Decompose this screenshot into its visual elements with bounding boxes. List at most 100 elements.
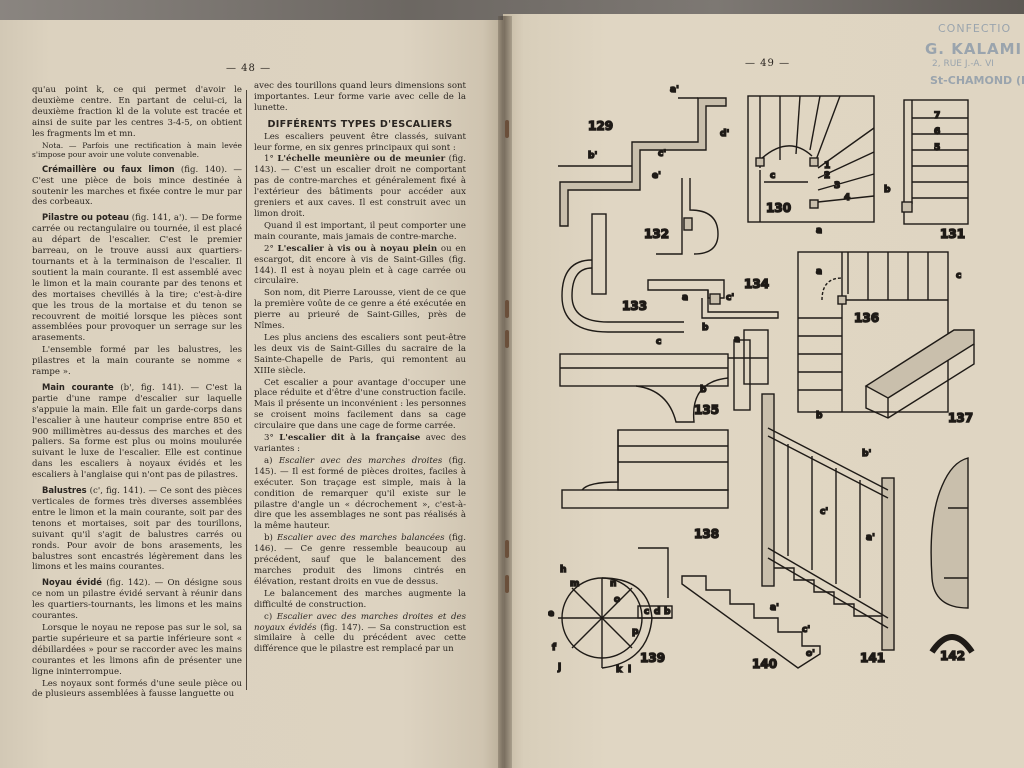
figure-142-label: 142 <box>940 649 965 663</box>
type-1: 1° L'échelle meunière ou de meunier (fig… <box>254 154 466 219</box>
figure-131-plan <box>901 99 969 225</box>
variant-c-text: (fig. 147). — Sa construction est simila… <box>254 622 466 655</box>
label-c-prime-134: c' <box>726 293 734 303</box>
label-step-6: 6 <box>934 127 940 137</box>
label-b-prime: b' <box>588 151 597 161</box>
stamp-line-2: G. KALAMI <box>925 40 1023 58</box>
label-b-136: b <box>816 411 823 421</box>
variant-a: a) Escalier avec des marches droites (fi… <box>254 456 466 532</box>
label-k: k <box>616 665 623 675</box>
type-2: 2° L'escalier à vis ou à noyau plein ou … <box>254 244 466 288</box>
left-column-1: qu'au point k, ce qui permet d'avoir le … <box>32 85 242 701</box>
label-d-prime: d' <box>720 129 729 139</box>
type-2-paragraph-4: Cet escalier a pour avantage d'occuper u… <box>254 377 466 432</box>
figure-129-label: 129 <box>588 119 613 133</box>
figure-137-label: 137 <box>948 411 973 425</box>
text-main-courante: (b', fig. 141). — C'est la partie d'une … <box>32 382 242 481</box>
binding-stitch <box>505 330 509 348</box>
label-b-prime-141: b' <box>862 449 871 459</box>
page-number-48: — 48 — <box>226 63 272 74</box>
term-balustres: Balustres <box>42 485 87 496</box>
paragraph-noyau-3: Les noyaux sont formés d'une seule pièce… <box>32 678 242 700</box>
label-f: f <box>552 643 556 653</box>
variant-c-label: c) <box>264 611 277 622</box>
figure-130-plan <box>747 95 875 223</box>
entry-cremaillere: Crémaillère ou faux limon (fig. 140). — … <box>32 164 242 209</box>
label-a-134: a <box>682 293 688 303</box>
stamp-line-3: 2, RUE J.-A. VI <box>932 59 994 69</box>
term-cremaillere: Crémaillère ou faux limon <box>42 163 175 174</box>
paragraph-noyau-2: Lorsque le noyau ne repose pas sur le so… <box>32 622 242 677</box>
variant-b-paragraph-2: Le balancement des marches augmente la d… <box>254 588 466 610</box>
figure-141-elevation <box>761 393 895 651</box>
figure-135-label: 135 <box>694 403 719 417</box>
label-e-prime: e' <box>652 171 661 181</box>
figure-134-section <box>647 279 779 319</box>
label-c-139: c <box>644 607 649 617</box>
term-pilastre: Pilastre ou poteau <box>42 212 130 223</box>
binding-stitch <box>505 575 509 593</box>
figure-133-curved-newel <box>561 213 684 333</box>
variant-a-text: (fig. 145). — Il est formé de pièces dro… <box>254 455 466 532</box>
entry-balustres: Balustres (c', fig. 141). — Ce sont des … <box>32 485 242 573</box>
text-balustres: (c', fig. 141). — Ce sont des pièces ver… <box>32 486 242 573</box>
paragraph-rampe: L'ensemble formé par les balustres, les … <box>32 345 242 378</box>
label-p: p <box>632 627 639 637</box>
label-m: m <box>570 579 579 589</box>
label-i: i <box>628 665 631 675</box>
label-step-3: 3 <box>834 181 840 191</box>
type-2-text: ou en escargot, dit encore à vis de Sain… <box>254 243 467 287</box>
paragraph-classification: Les escaliers peuvent être classés, suiv… <box>254 131 466 153</box>
paragraph-volute: qu'au point k, ce qui permet d'avoir le … <box>32 85 242 139</box>
label-j: j <box>557 663 561 673</box>
type-3-term: L'escalier dit à la française <box>279 433 421 444</box>
page-number-49: — 49 — <box>745 58 791 69</box>
label-h: h <box>560 565 566 575</box>
entry-pilastre: Pilastre ou poteau (fig. 141, a'). — De … <box>32 212 242 344</box>
entry-main-courante: Main courante (b', fig. 141). — C'est la… <box>32 382 242 481</box>
note-paragraph: Nota. — Parfois une rectification à main… <box>32 140 242 160</box>
term-noyau: Noyau évidé <box>42 577 102 588</box>
figure-137-perspective <box>864 329 975 419</box>
figure-140-stringer <box>681 575 821 669</box>
label-b-139: b <box>664 607 671 617</box>
type-2-number: 2° <box>264 243 278 254</box>
text-cremaillere: (fig. 140). — C'est une pièce de bois mi… <box>32 164 242 208</box>
figure-139-label: 139 <box>640 651 665 665</box>
label-c-prime-141: c' <box>820 507 828 517</box>
stamp-line-4: St-CHAMOND (L <box>930 74 1024 87</box>
figure-136-label: 136 <box>854 311 879 325</box>
type-1-text: (fig. 143). — C'est un escalier droit ne… <box>254 154 466 219</box>
variant-c-title: Escalier avec des marches droites et des… <box>254 611 466 633</box>
type-3-text: avec des variantes : <box>254 433 466 454</box>
label-o-prime-140: o' <box>806 649 815 659</box>
label-b-135: b <box>700 385 707 395</box>
type-3: 3° L'escalier dit à la française avec de… <box>254 433 466 455</box>
label-step-4: 4 <box>844 193 850 203</box>
label-c-136: c <box>956 271 961 281</box>
figure-134-label: 134 <box>744 277 769 291</box>
label-o: o <box>614 595 620 605</box>
binding-stitch <box>505 120 509 138</box>
figure-140-label: 140 <box>752 657 777 671</box>
figure-142-newel <box>929 457 975 654</box>
text-noyau: (fig. 142). — On désigne sous ce nom un … <box>32 578 243 622</box>
type-2-term: L'escalier à vis ou à noyau plein <box>277 243 438 254</box>
variant-a-label: a) <box>264 455 279 466</box>
label-a-prime-141: a' <box>866 533 875 543</box>
figure-141-label: 141 <box>860 651 885 665</box>
term-main-courante: Main courante <box>42 381 114 392</box>
type-1-number: 1° <box>264 154 278 165</box>
left-page: — 48 — qu'au point k, ce qui permet d'av… <box>0 20 503 768</box>
label-a-prime: a' <box>670 85 679 95</box>
label-step-7: 7 <box>934 111 940 121</box>
figure-131-label: 131 <box>940 227 965 241</box>
text-pilastre: (fig. 141, a'). — De forme carrée ou rec… <box>32 213 242 344</box>
variant-b: b) Escalier avec des marches balancées (… <box>254 533 466 588</box>
label-n: n <box>610 579 616 589</box>
variant-b-text: (fig. 146). — Ce genre ressemble beaucou… <box>254 533 466 587</box>
label-b: b <box>884 185 891 195</box>
variant-c: c) Escalier avec des marches droites et … <box>254 612 466 656</box>
figure-136-plan <box>797 251 949 413</box>
column-divider <box>246 90 247 690</box>
